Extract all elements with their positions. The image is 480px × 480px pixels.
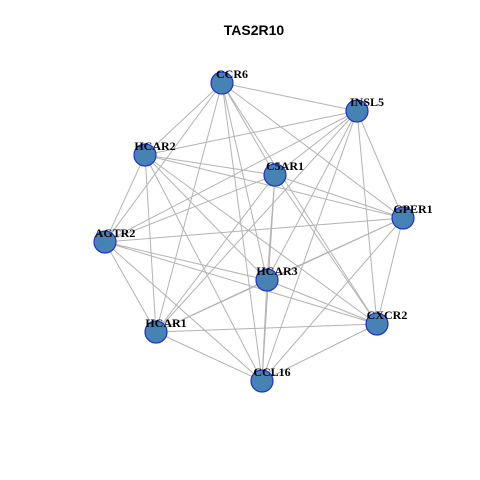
- edge-ccr6-cxcr2: [221, 82, 378, 325]
- node-label-c5ar1: C5AR1: [266, 159, 304, 173]
- node-ccl16: [250, 369, 274, 393]
- nodes: [93, 71, 415, 393]
- node-cxcr2: [365, 312, 389, 336]
- node-agtr2: [93, 230, 117, 254]
- edge-ccr6-ccl16: [221, 82, 263, 382]
- edge-gper1-cxcr2: [376, 217, 404, 325]
- node-gper1: [391, 206, 415, 230]
- edge-hcar2-c5ar1: [144, 154, 276, 176]
- edge-agtr2-ccl16: [104, 241, 263, 382]
- graph-title: TAS2R10: [224, 22, 285, 38]
- node-label-hcar3: HCAR3: [256, 264, 297, 278]
- node-c5ar1: [263, 163, 287, 187]
- node-label-cxcr2: CXCR2: [367, 308, 408, 322]
- edge-ccr6-agtr2: [104, 82, 223, 243]
- edge-agtr2-hcar3: [104, 241, 268, 281]
- edge-ccr6-c5ar1: [221, 82, 276, 176]
- edge-insl5-hcar2: [144, 110, 358, 156]
- edge-hcar3-cxcr2: [266, 279, 378, 325]
- edge-hcar2-hcar3: [144, 154, 268, 281]
- edge-c5ar1-gper1: [274, 174, 404, 219]
- edge-ccr6-hcar3: [221, 82, 268, 281]
- edge-hcar2-agtr2: [104, 154, 146, 243]
- node-label-agtr2: AGTR2: [95, 226, 136, 240]
- edge-insl5-cxcr2: [356, 110, 378, 325]
- edge-gper1-agtr2: [104, 217, 404, 243]
- edge-c5ar1-agtr2: [104, 174, 276, 243]
- node-hcar2: [133, 143, 157, 167]
- edge-c5ar1-cxcr2: [274, 174, 378, 325]
- node-label-hcar1: HCAR1: [145, 316, 186, 330]
- node-label-insl5: INSL5: [350, 95, 384, 109]
- node-hcar1: [144, 320, 168, 344]
- node-hcar3: [255, 268, 279, 292]
- edge-hcar3-hcar1: [155, 279, 268, 333]
- node-label-ccl16: CCL16: [253, 365, 290, 379]
- node-label-hcar2: HCAR2: [134, 139, 175, 153]
- edge-ccr6-insl5: [221, 82, 358, 112]
- edge-gper1-ccl16: [261, 217, 404, 382]
- node-insl5: [345, 99, 369, 123]
- edge-cxcr2-hcar1: [155, 323, 378, 333]
- edge-hcar1-ccl16: [155, 331, 263, 382]
- edge-ccr6-hcar1: [155, 82, 223, 333]
- edge-hcar3-ccl16: [261, 279, 268, 382]
- edge-insl5-ccl16: [261, 110, 358, 382]
- node-label-gper1: GPER1: [393, 202, 432, 216]
- edge-agtr2-cxcr2: [104, 241, 378, 325]
- node-ccr6: [210, 71, 234, 95]
- edge-insl5-hcar1: [155, 110, 358, 333]
- edge-insl5-c5ar1: [274, 110, 358, 176]
- node-labels: CCR6INSL5HCAR2C5AR1GPER1AGTR2HCAR3CXCR2H…: [95, 67, 433, 379]
- edge-hcar2-hcar1: [144, 154, 157, 333]
- edge-cxcr2-ccl16: [261, 323, 378, 382]
- edge-agtr2-hcar1: [104, 241, 157, 333]
- edges: [104, 82, 404, 382]
- edge-ccr6-gper1: [221, 82, 404, 219]
- edge-insl5-gper1: [356, 110, 404, 219]
- node-label-ccr6: CCR6: [216, 67, 248, 81]
- edge-c5ar1-hcar1: [155, 174, 276, 333]
- edge-hcar2-ccl16: [144, 154, 263, 382]
- edge-ccr6-hcar2: [144, 82, 223, 156]
- edge-hcar2-cxcr2: [144, 154, 378, 325]
